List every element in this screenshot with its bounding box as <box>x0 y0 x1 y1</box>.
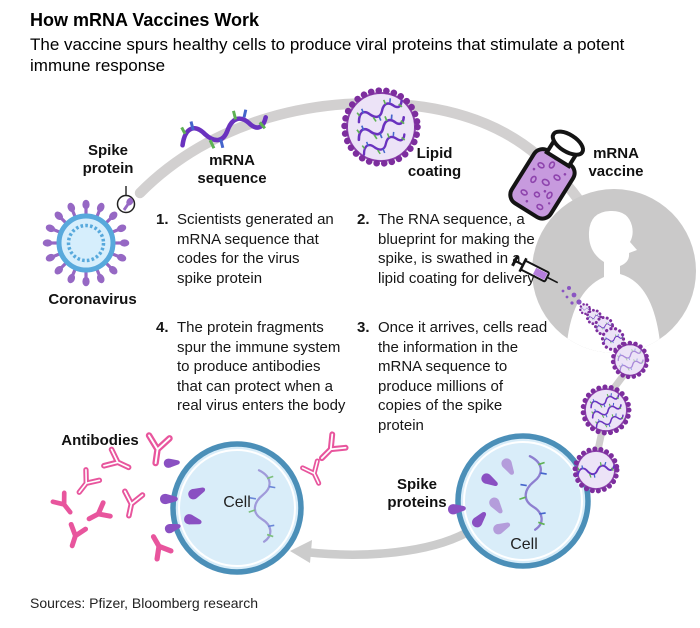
antibody-icon <box>86 503 111 526</box>
step-2-number: 2. <box>357 211 370 228</box>
label-lipid-coating: Lipid coating <box>407 145 462 180</box>
antibody-icon <box>53 493 76 517</box>
antibody-icon <box>147 533 171 559</box>
lipid-chain <box>572 303 650 494</box>
page-title: How mRNA Vaccines Work <box>30 10 260 30</box>
label-mrna-sequence: mRNA sequence <box>197 152 267 187</box>
antibody-icon <box>65 524 86 548</box>
step-4-text: The protein fragments spur the immune sy… <box>177 319 346 414</box>
label-mrna-vaccine: mRNA vaccine <box>588 145 644 180</box>
label-cell-left: Cell <box>223 494 251 511</box>
label-antibodies: Antibodies <box>61 432 139 449</box>
page-subtitle: The vaccine spurs healthy cells to produ… <box>30 35 625 76</box>
step-3: 3. Once it arrives, cells read the infor… <box>357 318 549 435</box>
antibody-icon <box>315 434 345 464</box>
antibody-icon <box>120 491 142 517</box>
syringe-icon <box>511 255 559 284</box>
coronavirus-icon <box>41 198 131 288</box>
step-1: 1. Scientists generated an mRNA sequence… <box>156 210 334 288</box>
step-2: 2. The RNA sequence, a blueprint for mak… <box>357 210 539 288</box>
sources-note: Sources: Pfizer, Bloomberg research <box>30 595 258 611</box>
step-4: 4. The protein fragments spur the immune… <box>156 318 348 416</box>
cell-to-cell-arrow <box>290 529 468 563</box>
cell-right-illustration <box>447 433 591 569</box>
step-4-number: 4. <box>156 319 169 336</box>
label-cell-right: Cell <box>510 536 538 553</box>
cell-left-illustration <box>160 441 304 575</box>
antibody-icon <box>104 449 132 475</box>
step-3-number: 3. <box>357 319 370 336</box>
antibody-icon <box>303 461 326 487</box>
step-3-text: Once it arrives, cells read the informat… <box>378 319 548 434</box>
antibody-icon <box>72 470 99 498</box>
step-2-text: The RNA sequence, a blueprint for making… <box>378 211 535 287</box>
injection-droplets <box>561 286 582 305</box>
lipid-particle-icon <box>341 87 421 167</box>
label-spike-protein: Spike protein <box>82 142 134 177</box>
step-1-number: 1. <box>156 211 169 228</box>
vaccine-vial-icon <box>508 129 586 221</box>
step-1-text: Scientists generated an mRNA sequence th… <box>177 211 334 287</box>
label-coronavirus: Coronavirus <box>48 291 137 308</box>
spike-protein-pointer <box>116 186 136 214</box>
label-spike-proteins: Spike proteins <box>387 476 447 511</box>
